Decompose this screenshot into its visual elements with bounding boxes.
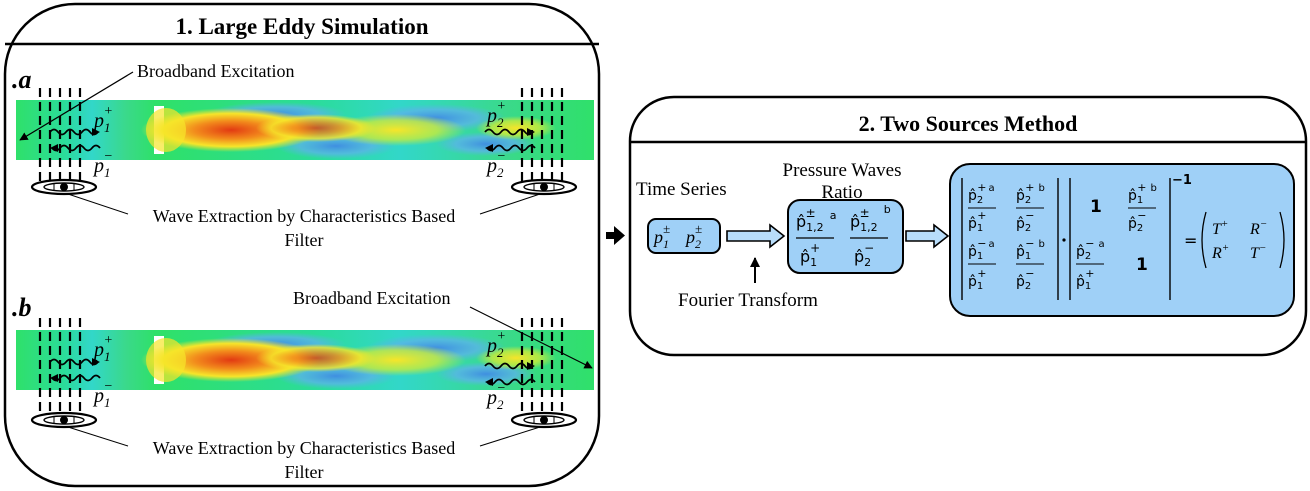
m-a22-den: p̂2−: [1016, 267, 1034, 292]
result-r-minus: R−: [1249, 218, 1267, 238]
ratio-num2: p̂1,2±b: [850, 203, 891, 234]
case-a-p2-minus: p2−: [485, 149, 506, 180]
m-a22-num: p̂1−b: [1016, 237, 1045, 262]
panel2-title: 2. Two Sources Method: [859, 111, 1078, 136]
equals-sign: =: [1184, 231, 1197, 250]
m-a12-num: p̂2+b: [1016, 181, 1045, 206]
result-t-plus: T+: [1212, 218, 1228, 238]
case-b-extraction-line1: Wave Extraction by Characteristics Based: [153, 438, 455, 458]
time-series-box: [647, 218, 721, 254]
m-b21-num: p̂2−a: [1076, 237, 1105, 262]
case-a-tag: .a: [12, 65, 32, 94]
ratio-label-line1: Pressure Waves: [783, 160, 902, 181]
case-a-extraction-line2: Filter: [285, 230, 324, 250]
case-a: .a Broadband Excitation p1+ p1− p2+ p2− …: [12, 61, 594, 250]
case-b-p2-minus: p2−: [485, 381, 506, 412]
case-b: .b Broadband Excitation p1+ p1− p2+ p2− …: [12, 288, 594, 482]
m-b11: 1: [1090, 197, 1102, 217]
m-b12-num: p̂1+b: [1128, 181, 1157, 206]
m-a11-num: p̂2+a: [968, 181, 995, 206]
result-t-minus: T−: [1250, 242, 1266, 262]
fourier-transform-label: Fourier Transform: [678, 290, 818, 311]
case-a-p1-plus: p1+: [92, 104, 113, 135]
time-series-label: Time Series: [636, 179, 727, 200]
ratio-den2: p̂2−: [854, 241, 874, 269]
case-b-excitation-label: Broadband Excitation: [293, 288, 450, 308]
ratio-num1: p̂1,2±a: [796, 206, 836, 234]
panel-two-sources-method: 2. Two Sources Method Time Series p1± p2…: [628, 95, 1308, 357]
case-a-extraction-line1: Wave Extraction by Characteristics Based: [153, 206, 455, 226]
process-arrow-2: [905, 223, 950, 249]
m-a12-den: p̂2−: [1016, 209, 1034, 234]
case-b-p1-plus: p1+: [92, 333, 113, 364]
pressure-ratio-formula: p̂1,2±a p̂1+ p̂1,2±b p̂2−: [796, 203, 891, 269]
m-a21-num: p̂1−a: [968, 237, 995, 262]
panel-large-eddy-simulation: 1. Large Eddy Simulation .a Broadband Ex…: [3, 2, 601, 488]
time-series-p1: p1±: [652, 221, 670, 251]
ratio-label-line2: Ratio: [821, 182, 862, 203]
pressure-ratio-box: [787, 199, 904, 274]
m-b12-den: p̂2−: [1128, 209, 1146, 234]
matrix-equation-box: [949, 163, 1295, 317]
matrix-equation: p̂2+a p̂1+ p̂2+b p̂2− p̂1−a p̂1+ p̂1−b p…: [961, 173, 1285, 300]
dot-operator: [1062, 238, 1066, 242]
process-arrow-1: [726, 223, 786, 249]
m-a21-den: p̂1+: [968, 267, 986, 292]
case-a-extraction-leader-left: [67, 193, 129, 215]
case-b-extraction-leader-right: [479, 426, 541, 447]
case-b-p1-minus: p1−: [92, 379, 113, 410]
case-a-excitation-arrow: [19, 71, 134, 141]
case-a-p1-minus: p1−: [92, 149, 113, 180]
case-b-p2-plus: p2+: [485, 329, 506, 360]
case-b-extraction-leader-left: [67, 426, 129, 447]
ratio-den1: p̂1+: [800, 241, 820, 269]
m-a11-den: p̂1+: [968, 209, 986, 234]
case-b-tag: .b: [12, 293, 32, 322]
panel-connector-arrow: [606, 226, 625, 245]
case-a-p2-plus: p2+: [485, 99, 506, 130]
inverse-exponent: −1: [1172, 173, 1192, 188]
panel1-title: 1. Large Eddy Simulation: [175, 14, 428, 39]
time-series-p2: p2±: [684, 221, 702, 251]
result-r-plus: R+: [1211, 242, 1229, 262]
case-a-extraction-leader-right: [479, 193, 541, 215]
case-b-extraction-line2: Filter: [285, 462, 324, 482]
m-b21-den: p̂1+: [1076, 267, 1094, 292]
m-b22: 1: [1136, 255, 1148, 275]
case-a-excitation-label: Broadband Excitation: [137, 61, 294, 81]
